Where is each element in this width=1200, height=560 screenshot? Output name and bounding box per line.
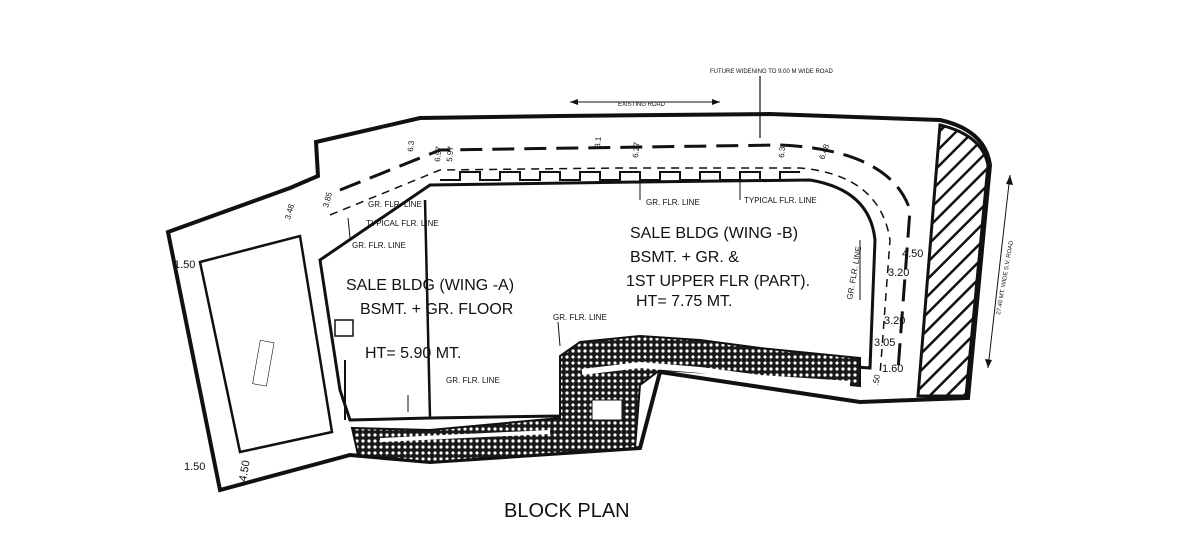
dim-right-5: 1.60 [882, 363, 903, 375]
side-road-label: 27.40 MT. WIDE S.V. ROAD [996, 240, 1015, 316]
dim-top-4: 3.1 [593, 136, 603, 148]
wing-b-floors-2: 1ST UPPER FLR (PART). [626, 273, 810, 290]
dim-top-1: 6.3 [406, 140, 416, 152]
plot-boundary [165, 111, 993, 493]
dim-right-4: 3.05 [874, 337, 895, 349]
dim-left-bottom: 1.50 [184, 461, 205, 473]
gr-flr-line-label-2: GR. FLR. LINE [368, 200, 422, 209]
gr-flr-line-label-4: GR. FLR. LINE [553, 313, 607, 322]
dim-left-diag-b: 3.85 [321, 191, 334, 209]
dim-right-6: .50 [871, 373, 882, 386]
gr-flr-line-label-3: GR. FLR. LINE [646, 198, 700, 207]
gr-flr-line-label-5: GR. FLR. LINE [446, 376, 500, 385]
gr-flr-line-label-6: GR. FLR. LINE [845, 246, 863, 301]
dim-top-5: 6.27 [631, 141, 641, 158]
road-widening-note: FUTURE WIDENING TO 9.00 M WIDE ROAD [710, 69, 833, 75]
dim-left-top: 1.50 [174, 259, 195, 271]
dim-right-2: 3.20 [888, 267, 909, 279]
dim-top-6: 6.3 [777, 146, 787, 158]
hatched-boundary-strip [916, 123, 990, 398]
dim-right-1: 4.50 [902, 248, 923, 260]
setback-line [329, 167, 891, 376]
wing-b-height: HT= 7.75 MT. [636, 293, 732, 310]
dim-left-bottom-vertical: 4.50 [237, 459, 253, 482]
dotted-landscape-strip [350, 334, 861, 464]
wing-a-name: SALE BLDG (WING -A) [346, 277, 514, 294]
road-centerline [339, 143, 912, 371]
gr-flr-line-label-1: GR. FLR. LINE [352, 241, 406, 250]
dim-left-diag-a: 3.48 [283, 203, 296, 221]
wing-b-floors-1: BSMT. + GR. & [630, 249, 739, 266]
typical-flr-line-label-1: TYPICAL FLR. LINE [366, 219, 439, 228]
projection-edge [440, 171, 800, 181]
wing-b-name: SALE BLDG (WING -B) [630, 225, 798, 242]
dim-top-3: 5.97 [445, 145, 455, 162]
existing-road-label: EXISTING ROAD [618, 102, 666, 108]
typical-flr-line-label-2: TYPICAL FLR. LINE [744, 196, 817, 205]
wing-divider-wall [423, 199, 432, 419]
wing-a-height: HT= 5.90 MT. [365, 345, 461, 362]
wing-a-floors: BSMT. + GR. FLOOR [360, 301, 513, 318]
dim-right-3: 3.20 [884, 315, 905, 327]
drawing-title: BLOCK PLAN [504, 500, 630, 522]
dim-top-2: 6.97 [433, 145, 443, 162]
open-area-note [252, 339, 275, 387]
